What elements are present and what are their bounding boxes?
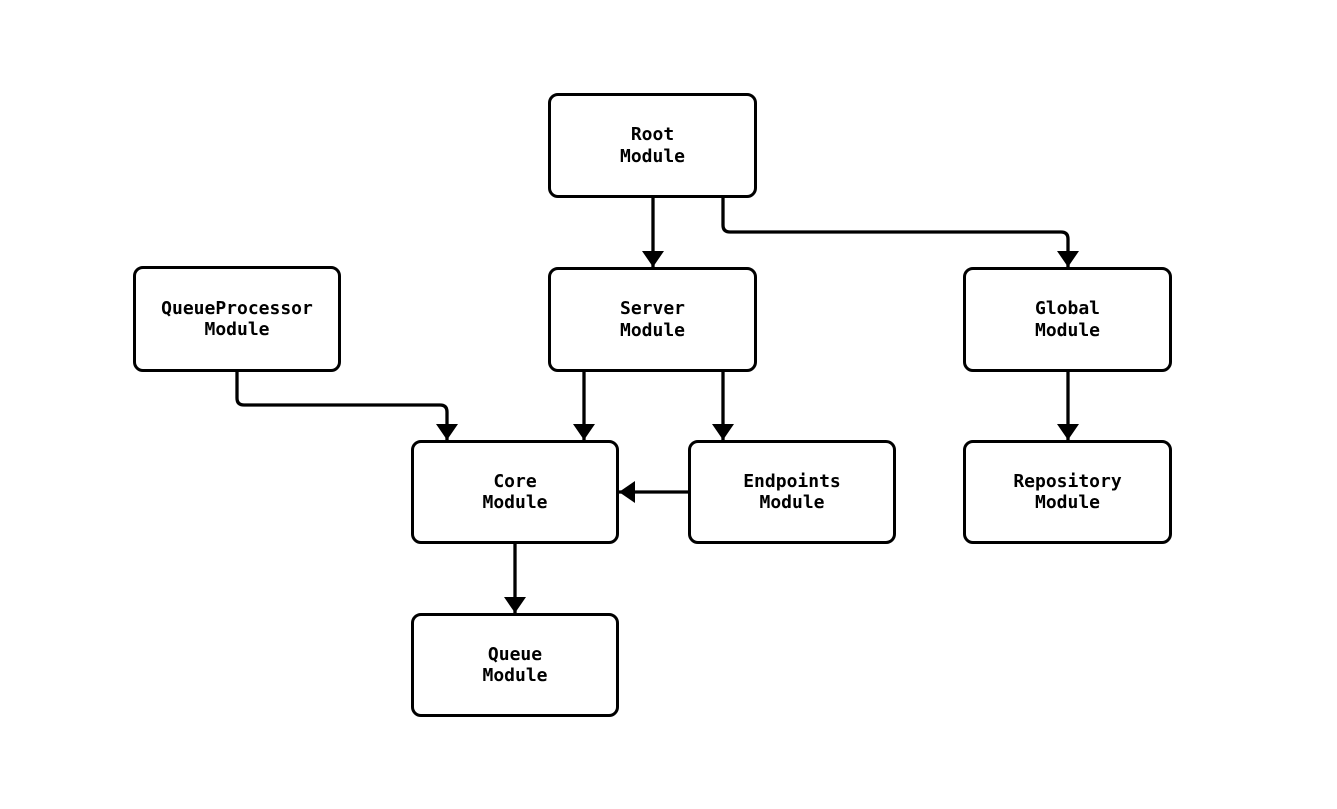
edge-root-to-global xyxy=(721,198,1079,267)
node-global-module: Global Module xyxy=(963,267,1172,372)
node-repository-module: Repository Module xyxy=(963,440,1172,544)
node-label-line: Repository xyxy=(1013,470,1122,492)
node-label-line: Module xyxy=(619,145,686,167)
node-label-line: Module xyxy=(482,665,548,686)
node-server-module: Server Module xyxy=(548,267,757,372)
node-label-line: QueueProcessor xyxy=(161,297,313,319)
node-label-line: Module xyxy=(1034,492,1101,513)
node-endpoints-module: Endpoints Module xyxy=(688,440,896,544)
node-label-line: Module xyxy=(619,319,686,341)
node-label-line: Module xyxy=(204,319,270,340)
node-label-line: Module xyxy=(759,492,825,513)
node-queue-module: Queue Module xyxy=(411,613,619,717)
node-label-line: Root xyxy=(630,124,675,145)
node-label-line: Module xyxy=(1034,319,1101,341)
node-queueprocessor-module: QueueProcessor Module xyxy=(133,266,341,372)
node-label-line: Module xyxy=(482,492,548,513)
node-label-line: Server xyxy=(619,298,686,319)
node-label-line: Core xyxy=(493,470,537,492)
edge-queueprocessor-to-core xyxy=(235,372,458,440)
node-label-line: Endpoints xyxy=(743,470,841,492)
node-label-line: Queue xyxy=(487,643,543,665)
node-label-line: Global xyxy=(1034,298,1101,319)
node-root-module: Root Module xyxy=(548,93,757,198)
node-core-module: Core Module xyxy=(411,440,619,544)
